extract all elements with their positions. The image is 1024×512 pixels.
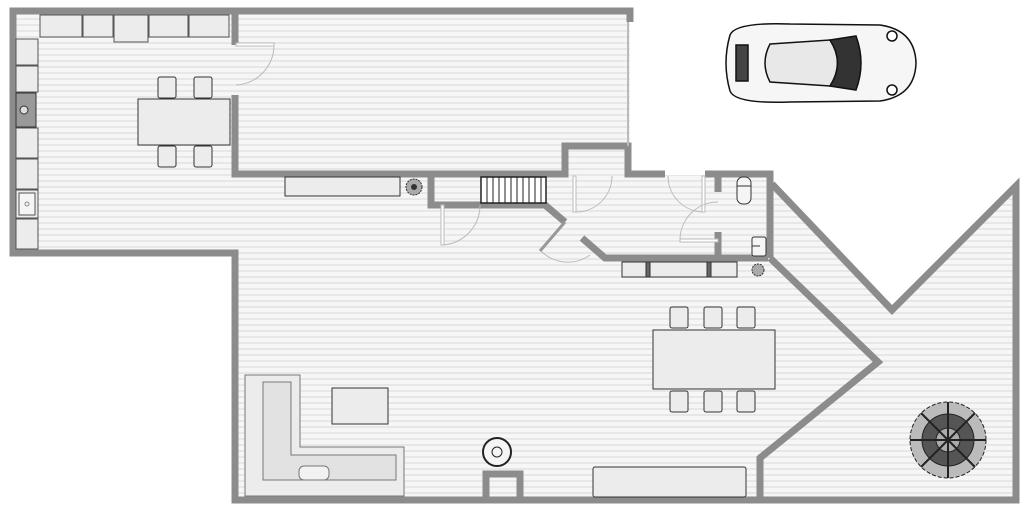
sink-icon xyxy=(751,236,767,257)
wall-partition-kitchen-bottom xyxy=(231,95,665,178)
door-kitchen xyxy=(235,44,275,86)
living-table xyxy=(652,329,776,390)
dining-table-icon xyxy=(652,306,776,413)
chair xyxy=(193,145,213,168)
wall-hall-diag xyxy=(579,235,768,262)
wall-living-right xyxy=(756,255,884,500)
door-upper xyxy=(574,175,613,213)
chair xyxy=(736,306,756,329)
plant-icon xyxy=(751,263,765,277)
tv-console xyxy=(592,466,747,498)
chair xyxy=(669,390,689,413)
wall-terrace xyxy=(760,177,1020,504)
stove-icon xyxy=(15,92,37,128)
sideboard xyxy=(284,176,401,197)
plant-icon xyxy=(405,178,423,196)
lamp-icon xyxy=(482,437,512,467)
walls xyxy=(9,7,1020,504)
sink-icon xyxy=(15,189,39,219)
chair xyxy=(157,145,177,168)
chair xyxy=(157,76,177,99)
tree-icon xyxy=(909,401,987,479)
wall-hall-left xyxy=(427,174,568,225)
doors[interactable] xyxy=(235,42,719,263)
toilet-icon xyxy=(736,176,752,205)
kitchen-table xyxy=(137,98,231,146)
chair xyxy=(193,76,213,99)
chair xyxy=(703,306,723,329)
fireplace-niche xyxy=(482,470,524,500)
wall-outer-kitchen xyxy=(9,7,760,504)
car-icon xyxy=(725,22,917,104)
wall-bath xyxy=(705,170,774,258)
chair xyxy=(669,306,689,329)
chair xyxy=(703,390,723,413)
bench xyxy=(621,261,738,278)
chair xyxy=(736,390,756,413)
door-hall xyxy=(442,204,481,246)
dining-table-icon xyxy=(137,76,231,168)
coffee-table xyxy=(331,387,389,425)
sofa-icon xyxy=(244,374,405,497)
kitchen-counters xyxy=(15,14,230,250)
staircase-icon xyxy=(480,176,547,204)
door-bath xyxy=(679,201,719,241)
